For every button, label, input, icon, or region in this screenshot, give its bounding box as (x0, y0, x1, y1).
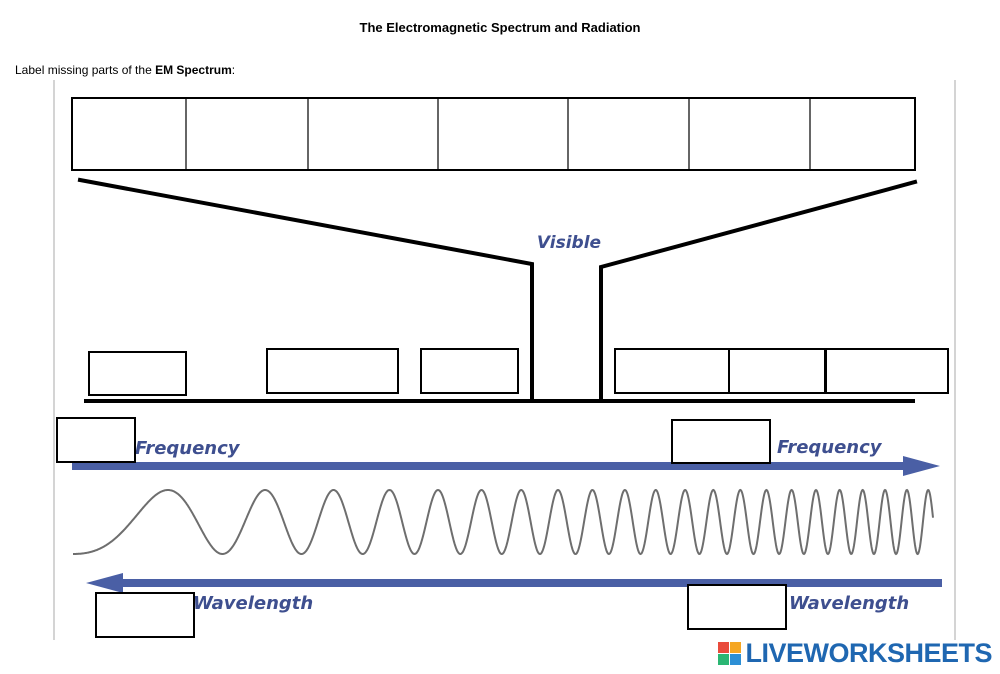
em-spectrum-diagram: Visible Frequency Frequency Wavelength W… (53, 80, 958, 640)
answer-box-6[interactable] (825, 348, 949, 394)
logo-square-4 (730, 654, 742, 665)
logo-square-3 (718, 654, 730, 665)
answer-box-3[interactable] (420, 348, 519, 394)
spectrum-band (71, 97, 916, 171)
visible-label: Visible (537, 233, 601, 253)
wavelength-label-right: Wavelength (789, 593, 909, 614)
frequency-label-right: Frequency (777, 437, 883, 458)
logo-square-1 (718, 642, 730, 653)
wavelength-arrow-shaft (117, 579, 942, 587)
wavelength-answer-box-right[interactable] (687, 584, 787, 630)
instruction-prefix: Label missing parts of the (15, 63, 156, 77)
wavelength-answer-box-left[interactable] (95, 592, 195, 638)
visible-funnel (77, 177, 918, 402)
instruction-text: Label missing parts of the EM Spectrum: (15, 63, 235, 77)
answer-box-5[interactable] (728, 348, 826, 394)
instruction-bold: EM Spectrum (155, 63, 232, 77)
wavelength-arrow-head (86, 573, 123, 593)
frequency-answer-box-left[interactable] (56, 417, 136, 463)
spectrum-band-dividers (185, 98, 811, 170)
frequency-answer-box-right[interactable] (671, 419, 771, 464)
diagram-drawing: Visible Frequency Frequency Wavelength W… (53, 80, 956, 640)
liveworksheets-brand: LIVEWORKSHEETS (718, 638, 992, 669)
answer-box-4[interactable] (614, 348, 730, 394)
answer-box-1[interactable] (88, 351, 187, 396)
brand-name: LIVEWORKSHEETS (745, 638, 992, 668)
wavelength-label-left: Wavelength (193, 593, 313, 614)
frequency-arrow-shaft (72, 462, 907, 470)
instruction-suffix: : (231, 63, 236, 77)
answer-box-2[interactable] (266, 348, 399, 394)
frequency-arrow-head (903, 456, 940, 476)
em-wave (73, 488, 934, 556)
liveworksheets-logo-icon (718, 642, 742, 665)
frequency-label-left: Frequency (135, 438, 241, 459)
worksheet-title: The Electromagnetic Spectrum and Radiati… (359, 20, 641, 35)
logo-square-2 (730, 642, 742, 653)
